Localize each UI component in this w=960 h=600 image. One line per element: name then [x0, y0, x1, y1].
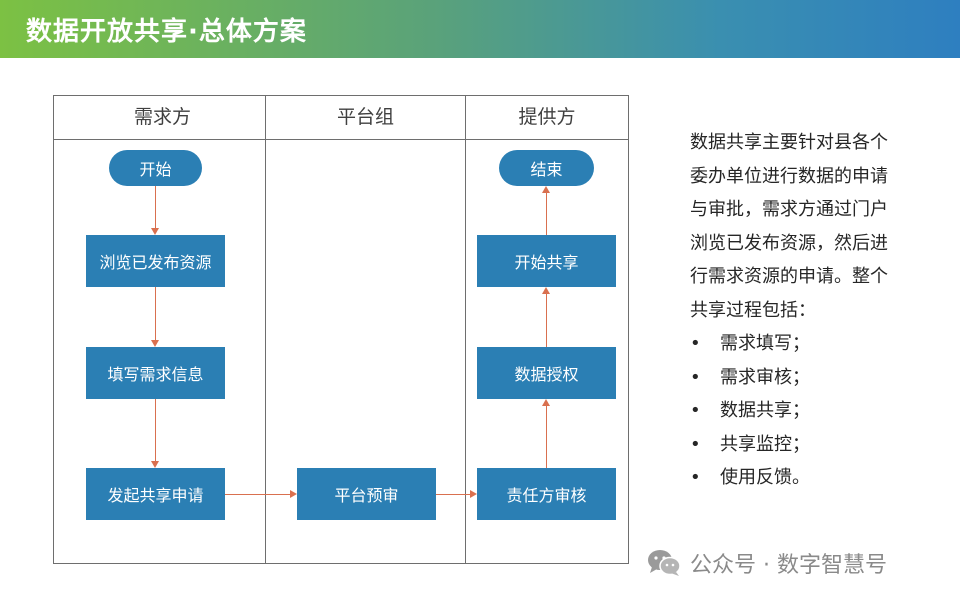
node-browse-resources: 浏览已发布资源 [86, 235, 225, 287]
description-line: 浏览已发布资源，然后进 [690, 232, 888, 254]
description-line: 与审批，需求方通过门户 [690, 199, 888, 220]
bullet-icon: • [690, 433, 701, 455]
lane-header-platform: 平台组 [336, 106, 394, 128]
arrow-fill-to-request [155, 399, 156, 461]
node-submit-request: 发起共享申请 [86, 468, 225, 520]
lane-divider-2 [465, 95, 466, 564]
arrow-browse-to-fill [155, 287, 156, 340]
arrowhead-browse-to-fill [151, 340, 159, 347]
bullet-icon: • [690, 400, 701, 421]
description-line: 数据共享主要针对县各个 [690, 132, 888, 153]
bullet-label: 使用反馈。 [720, 467, 810, 488]
description-text: 数据共享主要针对县各个 委办单位进行数据的申请 与审批，需求方通过门户 浏览已发… [690, 126, 930, 327]
bullet-label: 数据共享； [720, 400, 810, 421]
bullet-icon: • [690, 333, 701, 354]
bullet-label: 需求填写； [720, 333, 810, 354]
arrow-begin-sharing-to-end [546, 193, 547, 235]
lane-header-requester: 需求方 [133, 106, 191, 128]
page-title: 数据开放共享·总体方案 [26, 17, 307, 47]
process-bullet-list: • 需求填写； • 需求审核； • 数据共享； • 共享监控； • 使用反馈。 [690, 327, 930, 495]
arrowhead-owner-review-to-authorize [542, 399, 550, 406]
node-platform-prereview: 平台预审 [297, 468, 436, 520]
arrowhead-fill-to-request [151, 461, 159, 468]
node-begin-sharing: 开始共享 [477, 235, 616, 287]
lane-border-right [628, 95, 629, 564]
bullet-label: 共享监控； [720, 433, 810, 455]
bullet-icon: • [690, 366, 701, 388]
description-line: 委办单位进行数据的申请 [690, 165, 888, 187]
lane-border-header-bottom [53, 139, 629, 140]
list-item: • 使用反馈。 [690, 461, 930, 495]
lane-divider-1 [265, 95, 266, 564]
arrowhead-authorize-to-begin-sharing [542, 287, 550, 294]
node-data-authorization: 数据授权 [477, 347, 616, 399]
description-line: 共享过程包括： [690, 299, 816, 321]
arrow-authorize-to-begin-sharing [546, 294, 547, 347]
lane-header-provider: 提供方 [518, 106, 576, 128]
description-line: 行需求资源的申请。整个 [690, 266, 888, 287]
lane-border-left [53, 95, 54, 564]
node-start: 开始 [109, 150, 202, 186]
arrowhead-start-to-browse [151, 228, 159, 235]
list-item: • 数据共享； [690, 394, 930, 428]
node-fill-request: 填写需求信息 [86, 347, 225, 399]
list-item: • 需求审核； [690, 361, 930, 395]
lane-border-bottom [53, 563, 629, 564]
arrowhead-request-to-prereview [290, 490, 297, 498]
arrow-prereview-to-owner-review [436, 494, 470, 495]
arrowhead-prereview-to-owner-review [470, 490, 477, 498]
arrow-owner-review-to-authorize [546, 406, 547, 468]
list-item: • 需求填写； [690, 327, 930, 361]
list-item: • 共享监控； [690, 428, 930, 462]
bullet-icon: • [690, 467, 701, 488]
arrow-start-to-browse [155, 186, 156, 228]
lane-border-top [53, 95, 629, 96]
wechat-icon [648, 550, 681, 576]
arrowhead-begin-sharing-to-end [542, 186, 550, 193]
node-owner-review: 责任方审核 [477, 468, 616, 520]
watermark-text: 公众号 · 数字智慧号 [690, 553, 887, 578]
watermark: 公众号 · 数字智慧号 [646, 545, 887, 581]
node-end: 结束 [499, 150, 594, 186]
title-bar: 数据开放共享·总体方案 [0, 0, 960, 58]
arrow-request-to-prereview [225, 494, 290, 495]
bullet-label: 需求审核； [720, 366, 810, 388]
